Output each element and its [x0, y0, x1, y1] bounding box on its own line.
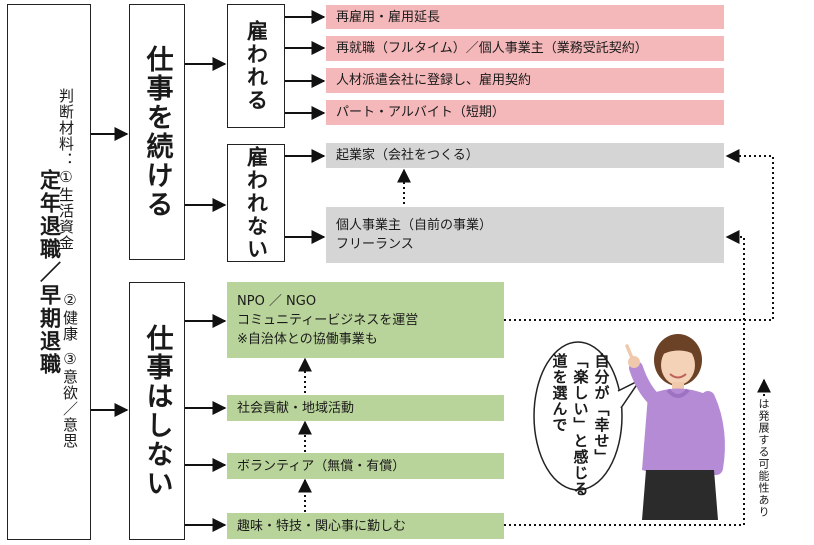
employed-option-2: 再就職（フルタイム）／個人事業主（業務受託契約）: [326, 36, 724, 61]
legend: は発展する可能性あり: [755, 398, 775, 528]
entrepreneur-text: 起業家（会社をつくる）: [336, 148, 479, 163]
legend-text: は発展する可能性あり: [757, 398, 770, 518]
not-employed-box: 雇われない: [227, 144, 285, 262]
speech-bubble-text: 自分が「幸せ」 「楽しい」と感じる 道を選んで: [540, 353, 620, 497]
sole-proprietor-option: 個人事業主（自前の事業） フリーランス: [326, 207, 724, 263]
criteria-item-2: ②健康: [61, 291, 79, 342]
criteria-col-2: ②健康: [57, 291, 79, 371]
volunteer-option: ボランティア（無償・有償）: [227, 453, 504, 479]
criteria-col-3: ③意欲／意思: [57, 350, 79, 480]
dotted-npo-to-entrepreneur: [504, 149, 774, 321]
sole-proprietor-line-1: 個人事業主（自前の事業）: [336, 218, 493, 233]
criteria-heading-and-items: 判断材料：①生活資金: [53, 88, 78, 251]
no-work-label: 仕事はしない: [141, 324, 173, 498]
npo-line-3: ※自治体との協働事業も: [237, 331, 378, 347]
hobby-text: 趣味・特技・関心事に勤しむ: [237, 518, 407, 534]
employed-label: 雇われる: [244, 20, 269, 112]
criteria-item-3: ③意欲／意思: [61, 350, 79, 449]
hobby-option: 趣味・特技・関心事に勤しむ: [227, 513, 504, 539]
employed-option-3: 人材派遣会社に登録し、雇用契約: [326, 68, 724, 93]
volunteer-text: ボランティア（無償・有償）: [237, 458, 406, 474]
continue-work-box: 仕事を続ける: [129, 4, 185, 260]
employed-option-4-text: パート・アルバイト（短期）: [336, 105, 505, 120]
entrepreneur-option: 起業家（会社をつくる）: [326, 143, 724, 168]
criteria-item-1: ①生活資金: [57, 168, 75, 251]
no-work-box: 仕事はしない: [129, 282, 185, 540]
employed-box: 雇われる: [227, 4, 285, 128]
person-illustration: [625, 334, 725, 520]
employed-option-2-text: 再就職（フルタイム）／個人事業主（業務受託契約）: [336, 41, 648, 56]
employed-option-1-text: 再雇用・雇用延長: [336, 9, 441, 25]
not-employed-label: 雇われない: [244, 145, 269, 261]
criteria-text: 判断材料：①生活資金: [53, 88, 83, 478]
employed-option-3-text: 人材派遣会社に登録し、雇用契約: [336, 73, 532, 88]
employed-option-1: 再雇用・雇用延長: [326, 5, 724, 29]
retirement-title: 定年退職／早期退職: [37, 168, 62, 376]
npo-line-1: NPO ／ NGO: [237, 293, 317, 309]
continue-work-label: 仕事を続ける: [141, 45, 173, 219]
npo-option: NPO ／ NGO コミュニティービジネスを運営 ※自治体との協働事業も: [227, 282, 504, 358]
speech-line-1: 自分が「幸せ」: [592, 353, 611, 465]
speech-bubble-lines: 自分が「幸せ」 「楽しい」と感じる 道を選んで: [549, 353, 612, 497]
sole-proprietor-line-2: フリーランス: [336, 237, 414, 252]
social-text: 社会貢献・地域活動: [237, 400, 355, 416]
social-option: 社会貢献・地域活動: [227, 395, 504, 421]
criteria-heading: 判断材料：: [57, 88, 75, 168]
speech-line-3: 道を選んで: [550, 353, 569, 433]
retirement-box: 定年退職／早期退職: [7, 4, 91, 540]
speech-bubble-shape: [533, 341, 643, 491]
npo-line-2: コミュニティービジネスを運営: [237, 312, 419, 328]
dotted-hobby-to-sole-proprietor: [504, 230, 745, 526]
employed-option-4: パート・アルバイト（短期）: [326, 100, 724, 125]
speech-line-2: 「楽しい」と感じる: [571, 353, 590, 497]
